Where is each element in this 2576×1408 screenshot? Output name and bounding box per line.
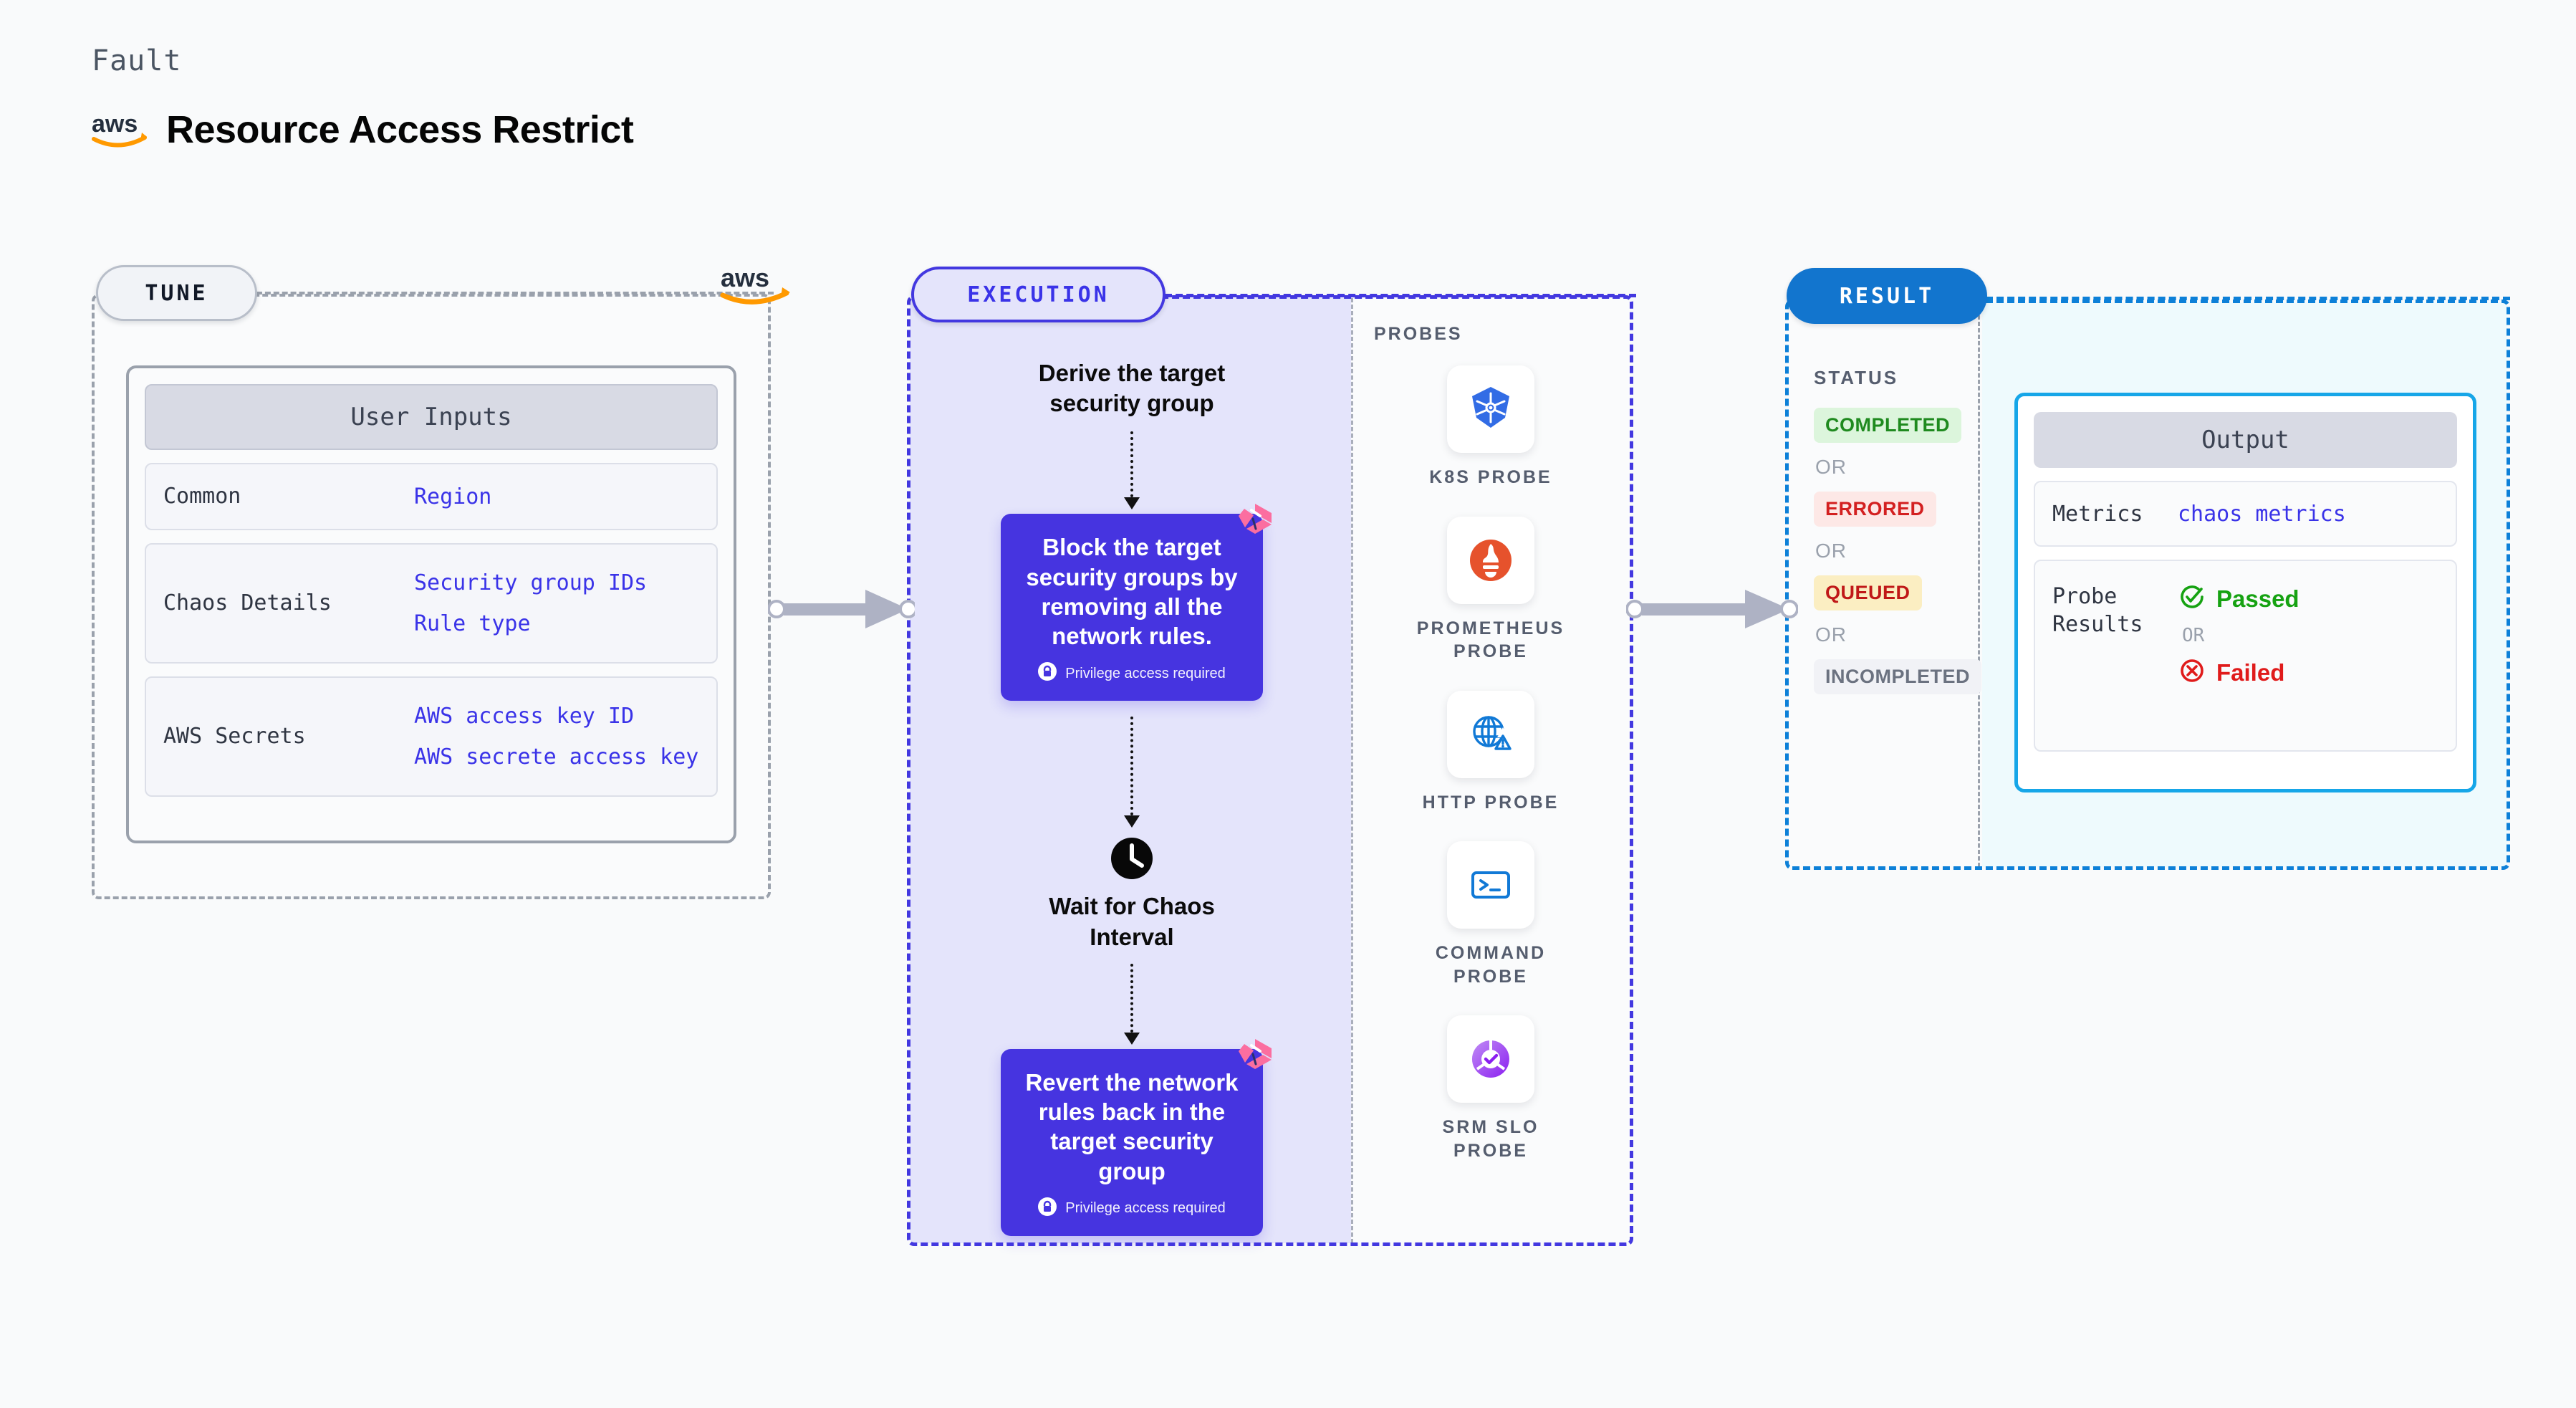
output-row-metrics[interactable]: Metrics chaos metrics (2034, 481, 2457, 547)
prometheus-icon (1447, 516, 1534, 604)
result-pill[interactable]: RESULT (1787, 268, 1987, 324)
probe-result-passed-label: Passed (2216, 585, 2299, 612)
output-row-probe-results[interactable]: Probe Results Passed OR (2034, 560, 2457, 752)
input-row-value: Rule type (414, 611, 531, 636)
input-row-aws-secrets[interactable]: AWS Secrets AWS access key ID AWS secret… (145, 676, 718, 797)
or-separator: OR (1815, 540, 1847, 562)
input-row-key: Common (163, 484, 241, 509)
aws-logo-icon: aws (92, 110, 148, 149)
fault-kicker: Fault (92, 44, 182, 77)
title-row: aws Resource Access Restrict (92, 107, 634, 152)
page-title: Resource Access Restrict (166, 108, 634, 151)
status-badge-incompleted: INCOMPLETED (1814, 659, 1982, 694)
probe-label: SRM SLO PROBE (1442, 1117, 1539, 1161)
input-row-value: AWS access key ID (414, 704, 635, 729)
execution-steps: Derive the target security group Block t… (924, 358, 1340, 1236)
aws-logo-icon: aws (719, 263, 791, 312)
lock-icon (1038, 1197, 1057, 1220)
input-row-common[interactable]: Common Region (145, 463, 718, 530)
probe-label: HTTP PROBE (1422, 792, 1559, 813)
terminal-icon (1446, 841, 1534, 929)
lock-icon (1038, 662, 1057, 685)
status-block: STATUS COMPLETED OR ERRORED OR QUEUED OR… (1814, 367, 1982, 694)
check-circle-icon (2178, 583, 2206, 615)
step-wait-for-chaos-interval: Wait for Chaos Interval (1049, 893, 1215, 950)
privilege-note-text: Privilege access required (1065, 1200, 1226, 1217)
probe-item-prometheus[interactable]: PROMETHEUS PROBE (1416, 516, 1565, 664)
input-row-value: Security group IDs (414, 570, 648, 595)
status-badge-queued: QUEUED (1814, 575, 1922, 610)
litmus-chaos-badge-icon (1236, 1036, 1274, 1078)
step-card-text: Revert the network rules back in the tar… (1025, 1068, 1239, 1184)
result-dash-line (1986, 297, 2510, 300)
connector-execution-to-result (1625, 584, 1799, 638)
result-region (1785, 300, 2510, 870)
privilege-note-text: Privilege access required (1065, 665, 1226, 681)
step-card-revert-network-rules[interactable]: Revert the network rules back in the tar… (1001, 1038, 1272, 1236)
litmus-chaos-badge-icon (1236, 501, 1274, 543)
probe-result-passed: Passed (2178, 583, 2299, 615)
probes-title: PROBES (1374, 324, 1463, 344)
tune-dash-line (256, 292, 774, 294)
privilege-note: Privilege access required (1018, 662, 1246, 685)
step-derive-target: Derive the target security group (1038, 360, 1226, 417)
svg-text:aws: aws (92, 110, 138, 138)
flow-arrow-down (1124, 717, 1140, 828)
probe-item-srm-slo[interactable]: SRM SLO PROBE (1443, 1015, 1539, 1162)
connector-tune-to-execution (767, 584, 918, 638)
privilege-note: Privilege access required (1018, 1197, 1246, 1220)
status-badge-completed: COMPLETED (1814, 408, 1962, 443)
svg-text:aws: aws (721, 264, 769, 292)
output-title: Output (2034, 412, 2457, 468)
user-inputs-title: User Inputs (145, 384, 718, 450)
flow-arrow-down (1124, 963, 1140, 1045)
probes-list: K8S PROBE PROMETHEUS PROBE (1351, 365, 1630, 1162)
user-inputs-card: User Inputs Common Region Chaos Details … (126, 365, 736, 843)
tune-pill[interactable]: TUNE (96, 265, 257, 321)
execution-pill[interactable]: EXECUTION (911, 267, 1166, 322)
step-card-block-security-groups[interactable]: Block the target security groups by remo… (1001, 504, 1272, 701)
http-globe-warning-icon (1446, 690, 1534, 778)
input-row-key: AWS Secrets (163, 724, 306, 750)
probe-item-http[interactable]: HTTP PROBE (1422, 690, 1559, 815)
or-separator: OR (1815, 456, 1847, 478)
input-row-value: Region (414, 484, 492, 509)
page-header: Fault aws Resource Access Restrict (92, 44, 634, 152)
input-row-chaos-details[interactable]: Chaos Details Security group IDs Rule ty… (145, 543, 718, 664)
probe-result-failed: Failed (2178, 656, 2299, 689)
probe-label: COMMAND PROBE (1435, 943, 1547, 987)
probe-result-failed-label: Failed (2216, 658, 2285, 686)
execution-dash-line (1165, 294, 1636, 297)
x-circle-icon (2178, 656, 2206, 689)
or-separator: OR (2182, 625, 2205, 646)
clock-icon (1110, 836, 1154, 884)
status-badge-errored: ERRORED (1814, 492, 1936, 527)
step-card-text: Block the target security groups by remo… (1026, 534, 1238, 650)
output-row-value: chaos metrics (2178, 501, 2346, 527)
input-row-key: Chaos Details (163, 590, 332, 616)
input-row-value: AWS secrete access key (414, 744, 699, 770)
kubernetes-icon (1446, 365, 1534, 453)
probe-item-k8s[interactable]: K8S PROBE (1429, 365, 1552, 489)
flow-arrow-down (1124, 431, 1140, 510)
or-separator: OR (1815, 623, 1847, 646)
status-title: STATUS (1814, 367, 1899, 388)
probe-item-command[interactable]: COMMAND PROBE (1436, 841, 1546, 988)
probe-label: PROMETHEUS PROBE (1416, 618, 1565, 662)
output-row-key: Probe Results (2052, 584, 2143, 637)
output-row-key: Metrics (2052, 501, 2143, 527)
probe-label: K8S PROBE (1429, 467, 1552, 487)
srm-slo-donut-check-icon (1447, 1015, 1534, 1103)
output-card: Output Metrics chaos metrics Probe Resul… (2014, 393, 2476, 792)
